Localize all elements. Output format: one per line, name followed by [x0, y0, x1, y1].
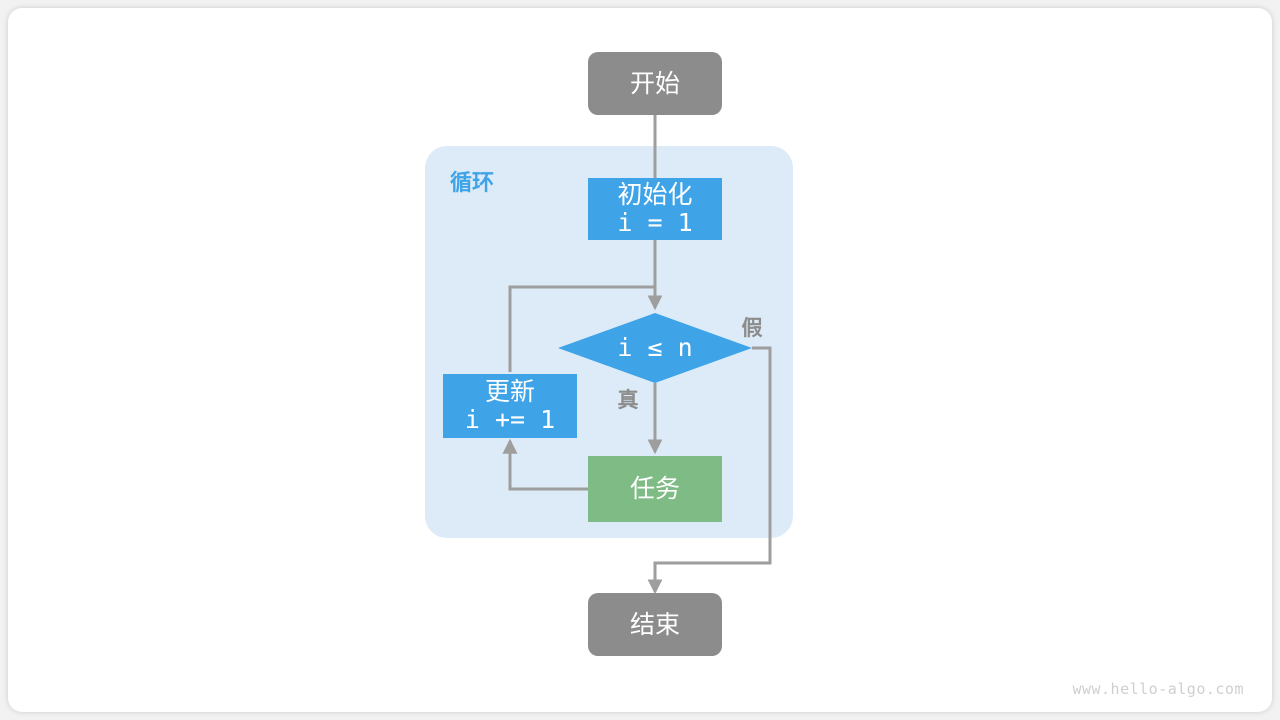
- node-start[interactable]: 开始: [588, 52, 722, 115]
- edge-label-false: 假: [742, 316, 763, 340]
- edge-task-to-update: [502, 438, 588, 491]
- node-init-label-line2: i = 1: [617, 208, 692, 237]
- node-decision[interactable]: i ≤ n: [558, 313, 752, 383]
- node-decision-label: i ≤ n: [617, 333, 692, 362]
- node-update[interactable]: 更新 i += 1: [443, 374, 577, 438]
- node-start-label: 开始: [630, 69, 680, 98]
- node-end[interactable]: 结束: [588, 593, 722, 656]
- node-update-label-line2: i += 1: [465, 405, 555, 434]
- loop-container-label: 循环: [450, 170, 494, 196]
- node-init-label-line1: 初始化: [617, 180, 692, 209]
- node-update-label-line1: 更新: [485, 377, 535, 406]
- node-end-label: 结束: [630, 610, 680, 639]
- watermark: www.hello-algo.com: [1072, 680, 1244, 698]
- node-task[interactable]: 任务: [588, 456, 722, 522]
- edge-update-to-decision: [508, 285, 655, 372]
- node-init[interactable]: 初始化 i = 1: [588, 178, 722, 240]
- edge-label-true: 真: [618, 388, 639, 412]
- node-task-label: 任务: [630, 474, 680, 503]
- edge-decision-false-to-end: [647, 346, 772, 595]
